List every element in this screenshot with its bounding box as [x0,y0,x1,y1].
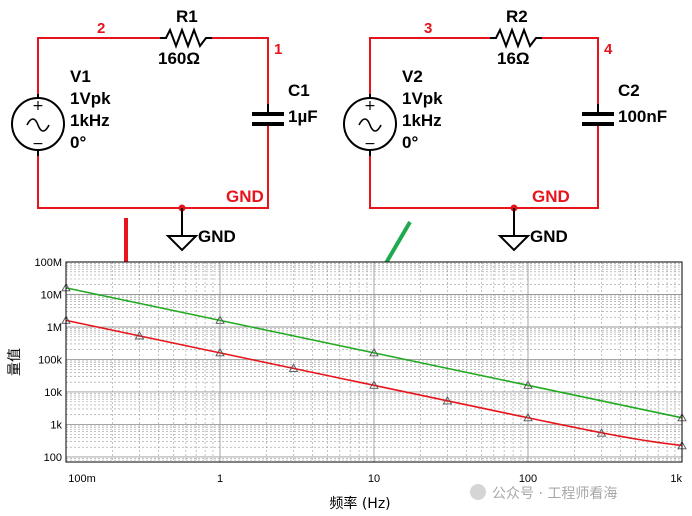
c1-name: C1 [288,81,310,100]
capacitor-c1 [252,104,284,126]
resistor-r2 [490,27,542,49]
right-wire-top-right [542,37,599,104]
r1-value: 160Ω [158,49,200,68]
left-ground-symbol [165,235,199,252]
left-node-2: 2 [97,20,105,37]
y-tick-label: 100 [44,452,62,464]
x-tick-label: 1k [670,473,682,485]
x-tick-label: 10 [368,473,380,485]
wechat-logo-icon [470,484,486,500]
r1-name: R1 [176,7,198,26]
r2-name: R2 [506,7,528,26]
series-marker-c2 [215,315,225,324]
watermark-text: 公众号 · 工程师看海 [492,486,617,502]
x-axis-label: 频率 (Hz) [329,495,390,512]
right-node-3: 3 [424,20,432,37]
right-node-4: 4 [604,41,613,58]
v1-phase: 0° [70,133,86,152]
right-ground-symbol [497,235,531,252]
left-wire-bottom [37,124,269,209]
svg-text:−: − [32,136,44,152]
left-node-1: 1 [274,41,282,58]
right-wire-bottom [369,124,599,209]
series-marker-c2 [369,347,379,357]
c1-value: 1µF [288,107,318,126]
v1-frequency: 1kHz [70,111,110,130]
plot-series [61,282,687,450]
v2-name: V2 [402,67,423,86]
svg-text:−: − [364,136,376,152]
y-tick-label: 100k [38,354,62,366]
series-marker-c1 [215,347,225,357]
v1-name: V1 [70,67,91,86]
x-tick-label: 100m [68,473,96,485]
y-tick-label: 100M [34,257,62,269]
resistor-r1 [160,27,212,49]
right-gnd-symbol-label: GND [530,227,568,246]
x-tick-label: 100 [519,473,537,485]
left-gnd-symbol-label: GND [198,227,236,246]
left-wire-top-right [212,37,269,104]
y-tick-labels: 100M 10M 1M 100k 10k 1k 100 [34,257,62,464]
capacitor-c2 [582,104,614,126]
right-gnd-net-label: GND [532,187,570,206]
series-marker-c1 [369,380,379,389]
watermark: 公众号 · 工程师看海 [470,484,617,502]
plot-frame [65,261,683,463]
svg-text:+: + [364,98,376,114]
series-line-c2 [65,287,683,419]
series-marker-c1 [288,363,299,372]
left-circuit: + − 2 1 R1 160Ω V1 1Vpk 1kHz 0° C1 1µF G… [11,7,318,252]
y-tick-label: 10k [44,387,62,399]
y-tick-label: 1M [47,322,62,334]
series-marker-c1 [134,331,145,340]
y-axis-label: 量值 [7,348,23,376]
ac-source-v1: + − [11,94,65,156]
y-tick-label: 1k [50,419,62,431]
v1-amplitude: 1Vpk [70,89,111,108]
c2-value: 100nF [618,107,667,126]
svg-text:+: + [32,98,44,114]
v2-frequency: 1kHz [402,111,442,130]
v2-phase: 0° [402,133,418,152]
plot-grid [65,262,682,463]
series-marker-c2 [523,380,533,389]
right-circuit: + − 3 4 R2 16Ω V2 1Vpk 1kHz 0° C2 100nF … [343,7,667,252]
r2-value: 16Ω [497,49,530,68]
series-marker-c1 [523,412,533,422]
c2-name: C2 [618,81,640,100]
series-marker-c1 [596,428,607,437]
series-line-c1 [65,319,683,447]
impedance-plot: 100M 10M 1M 100k 10k 1k 100 100m 1 10 100 1k 量值 频率… [7,257,687,512]
x-tick-label: 1 [217,473,223,485]
y-tick-label: 10M [41,289,62,301]
ac-source-v2: + − [343,94,397,156]
left-gnd-net-label: GND [226,187,264,206]
series-marker-c1 [442,396,453,405]
x-tick-labels: 100m 1 10 100 1k [68,473,682,485]
v2-amplitude: 1Vpk [402,89,443,108]
